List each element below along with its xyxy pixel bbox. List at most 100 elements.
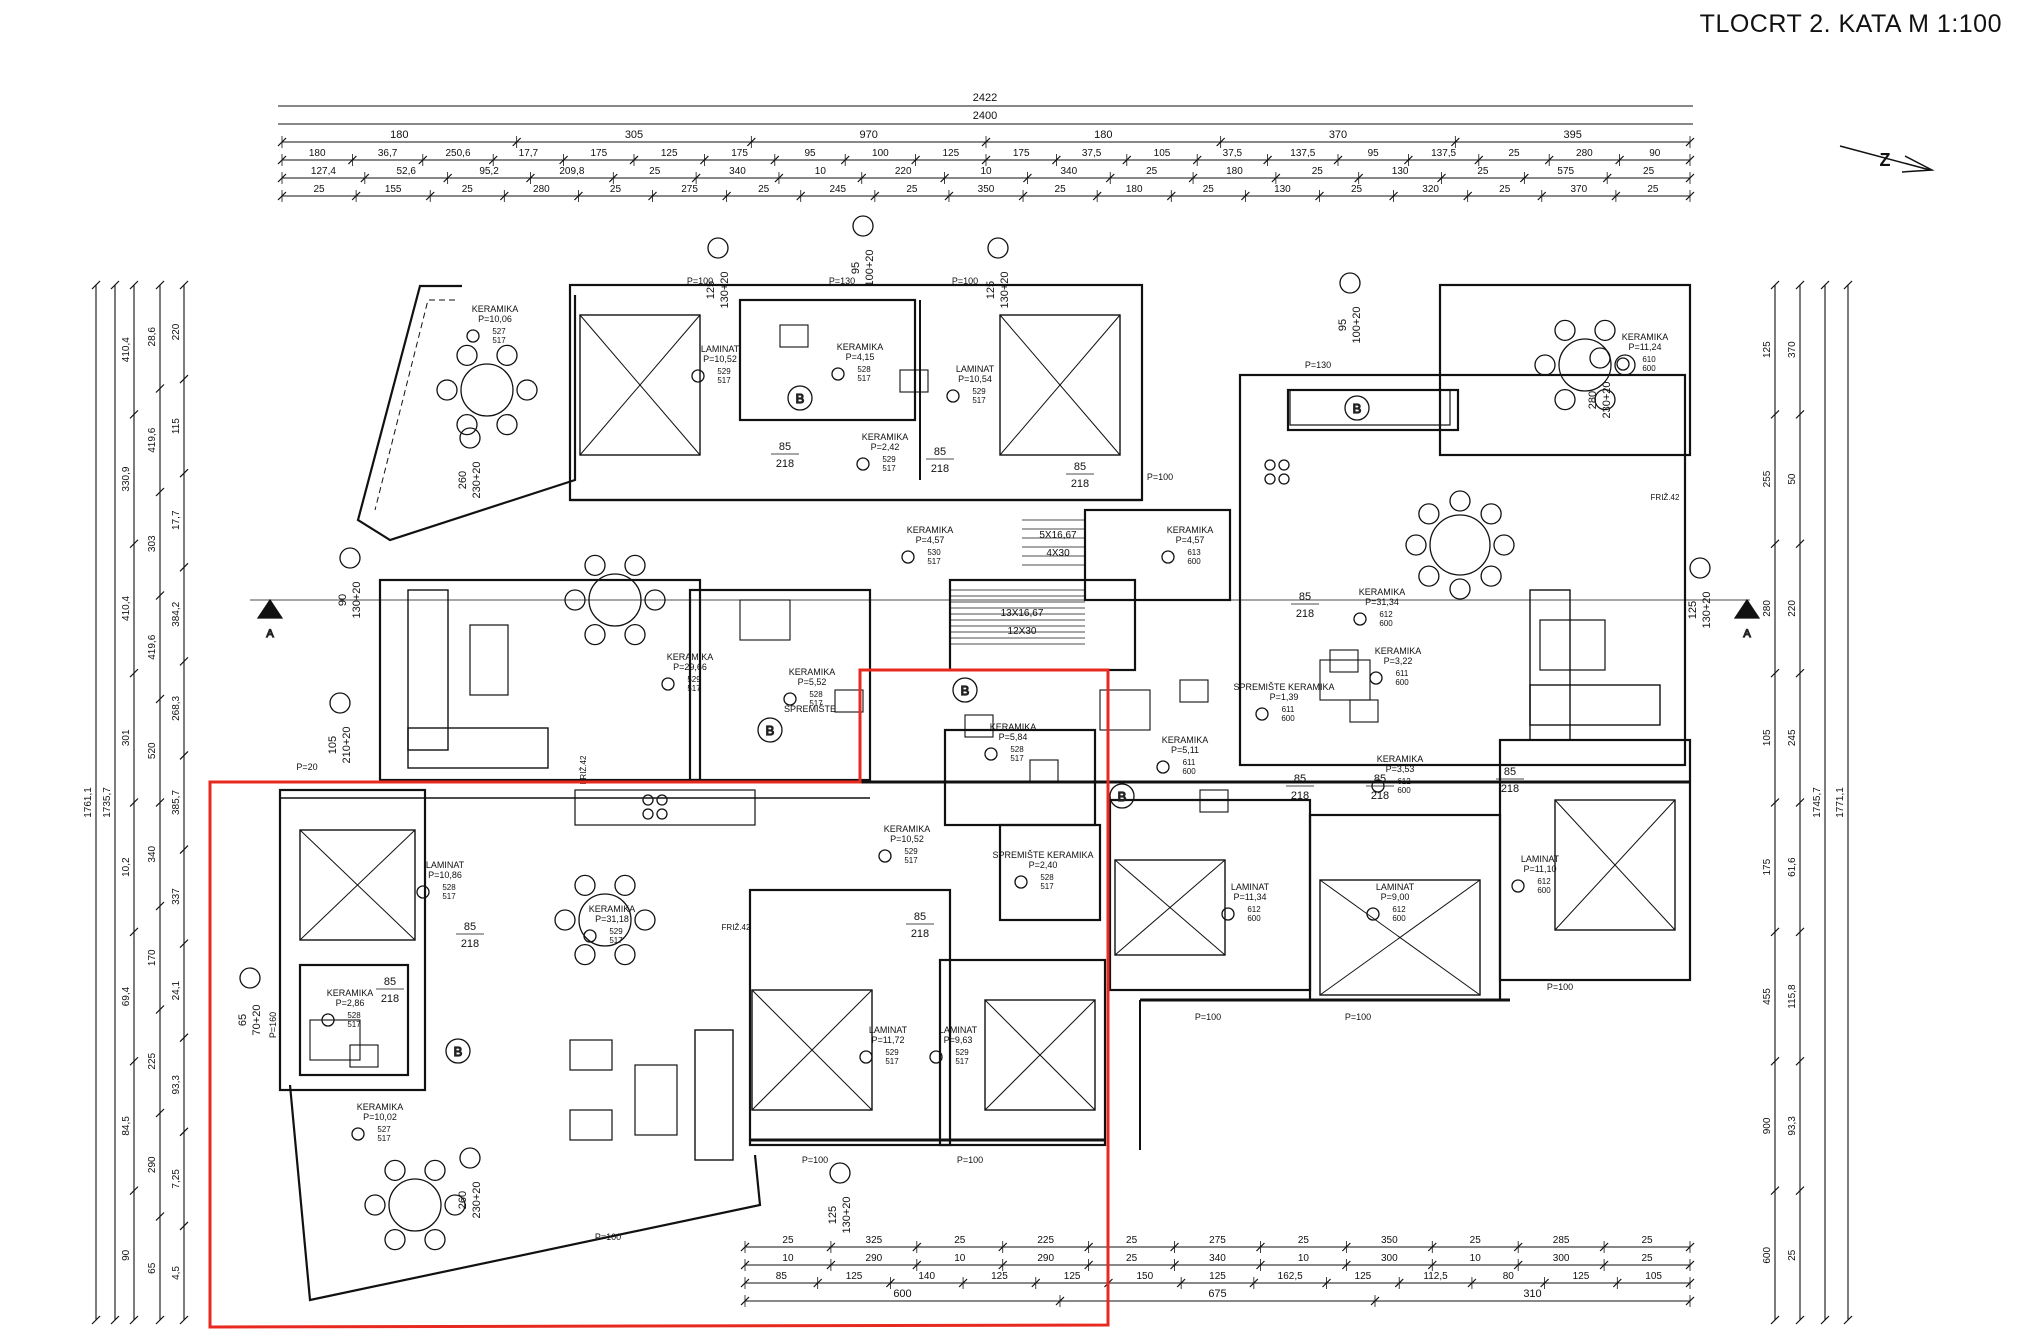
label-text: 25 xyxy=(1146,166,1158,177)
label-text: KERAMIKA xyxy=(837,342,884,352)
dimension-tick xyxy=(179,1033,189,1043)
boiler-icon xyxy=(445,1038,471,1064)
label-text: SPREMIŠTE KERAMIKA xyxy=(992,850,1093,860)
label-text: P=130 xyxy=(829,276,855,286)
armchair-icon xyxy=(569,1109,613,1141)
label-text: 517 xyxy=(972,396,986,405)
label-text: 170 xyxy=(147,949,158,966)
dimension-tick xyxy=(110,1315,120,1325)
label-text: 209,8 xyxy=(559,166,584,177)
label-text: 17,7 xyxy=(171,510,182,530)
label-text: 125 xyxy=(827,1206,839,1224)
dimension-tick xyxy=(1843,1315,1853,1325)
dimension-tick xyxy=(155,901,165,911)
wall-apartment-ne xyxy=(1238,373,1687,767)
label-text: 340 xyxy=(729,166,746,177)
label-text: 220 xyxy=(895,166,912,177)
label-text: P=11,72 xyxy=(871,1035,904,1045)
label-text: 517 xyxy=(347,1020,361,1029)
label-text: 600 xyxy=(1395,678,1409,687)
label-text: 24,1 xyxy=(171,981,182,1001)
label-text: P=100 xyxy=(595,1232,621,1242)
label-text: KERAMIKA xyxy=(907,525,954,535)
label-text: KERAMIKA xyxy=(789,667,836,677)
label-text: 85 xyxy=(384,976,396,988)
label-text: P=100 xyxy=(1147,472,1173,482)
dining-table-icon xyxy=(460,363,514,417)
chair-icon xyxy=(424,1159,446,1182)
bed-icon xyxy=(1554,799,1676,931)
label-text: P=130 xyxy=(1305,360,1331,370)
label-text: A xyxy=(266,628,274,640)
label-text: P=100 xyxy=(1547,982,1573,992)
label-text: 85 xyxy=(1374,773,1386,785)
label-text: 85 xyxy=(934,446,946,458)
label-text: 25 xyxy=(1126,1253,1138,1264)
toilet-icon xyxy=(349,1044,379,1068)
label-text: 301 xyxy=(121,729,132,746)
label-text: 250,6 xyxy=(445,148,470,159)
label-text: 10 xyxy=(980,166,992,177)
dimension-tick xyxy=(1843,280,1853,290)
label-text: P=3,53 xyxy=(1386,764,1415,774)
label-text: 517 xyxy=(857,374,871,383)
label-text: 25 xyxy=(1126,1235,1138,1246)
label-text: KERAMIKA xyxy=(1167,525,1214,535)
label-text: 105 xyxy=(327,736,339,754)
label-text: 125 xyxy=(1573,1271,1590,1282)
floor-finish-marker-icon xyxy=(831,367,845,381)
label-text: 85 xyxy=(1294,773,1306,785)
label-text: 130+20 xyxy=(999,271,1011,308)
label-text: 125 xyxy=(991,1271,1008,1282)
label-text: 85 xyxy=(1074,461,1086,473)
label-text: 419,6 xyxy=(147,427,158,452)
window-tag-icon xyxy=(329,692,351,714)
wall-bedroom-a xyxy=(748,888,952,1147)
chair-icon xyxy=(574,874,596,897)
shower-tray-icon xyxy=(309,1019,361,1061)
floor-finish-marker-icon xyxy=(984,747,998,761)
label-text: 384,2 xyxy=(171,601,182,626)
label-text: P=31,34 xyxy=(1365,597,1399,607)
label-text: P=29,66 xyxy=(673,662,707,672)
label-text: 218 xyxy=(461,938,479,950)
window-tag-icon xyxy=(239,967,261,989)
bed-icon xyxy=(751,989,873,1111)
label-text: KERAMIKA xyxy=(357,1102,404,1112)
label-text: 218 xyxy=(1371,790,1389,802)
label-text: 612 xyxy=(1379,610,1393,619)
label-text: 245 xyxy=(1787,729,1798,746)
dimension-tick xyxy=(110,280,120,290)
label-text: LAMINAT xyxy=(869,1025,908,1035)
dimension-tick xyxy=(129,1056,139,1066)
chair-icon xyxy=(1418,503,1440,525)
label-text: 517 xyxy=(377,1134,391,1143)
window-tag-icon xyxy=(829,1162,851,1184)
wall-upper-block xyxy=(568,283,1144,502)
label-text: P=5,84 xyxy=(999,732,1028,742)
label-text: 612 xyxy=(1392,905,1406,914)
label-text: P=100 xyxy=(1345,1012,1371,1022)
stove-burner-icon xyxy=(1278,459,1290,471)
dimension-tick xyxy=(129,668,139,678)
label-text: FRIŽ.42 xyxy=(722,923,751,932)
label-text: A xyxy=(1743,628,1751,640)
floor-finish-marker-icon xyxy=(1014,875,1028,889)
label-text: 25 xyxy=(1508,148,1520,159)
sofa-icon xyxy=(407,589,449,751)
label-text: 80 xyxy=(1503,1271,1515,1282)
bed-diagonal xyxy=(999,314,1121,456)
label-text: 529 xyxy=(972,387,986,396)
label-text: 150 xyxy=(1136,1271,1153,1282)
bed-icon xyxy=(1114,859,1226,956)
dimension-tick xyxy=(179,562,189,572)
label-text: 600 xyxy=(1187,557,1201,566)
dimension-tick xyxy=(1770,1186,1780,1196)
label-text: 50 xyxy=(1787,473,1798,485)
label-text: 611 xyxy=(1282,705,1295,714)
label-text: 37,5 xyxy=(1223,148,1243,159)
label-text: P=31,18 xyxy=(595,914,629,924)
label-text: 520 xyxy=(147,742,158,759)
chair-icon xyxy=(584,623,606,646)
stove-burner-icon xyxy=(656,808,668,820)
